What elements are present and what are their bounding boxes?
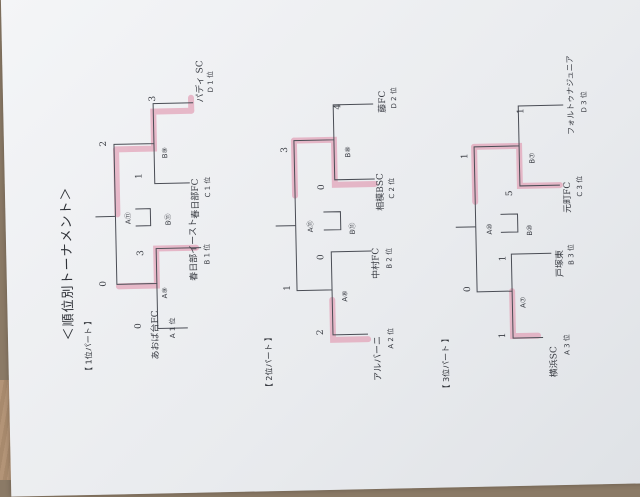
team-detail: C 1 位 [203, 177, 213, 198]
team-name: 春日部イースト [186, 218, 200, 281]
round-number: 0 [316, 254, 326, 260]
bracket-s1-mini [135, 209, 150, 226]
team-detail: A 2 位 [386, 328, 396, 349]
section-label-3: 【 3位パート 】 [440, 334, 452, 392]
team-name: 相模BSC [373, 173, 387, 211]
match-label: B⑨ [161, 147, 169, 158]
page-title: ＜順位別トーナメント＞ [55, 186, 77, 340]
match-label: A⑨ [161, 287, 169, 298]
round-number: 1 [498, 332, 508, 338]
team-detail: D 1 位 [205, 71, 215, 93]
team-name: アルバーニ [370, 336, 384, 381]
round-number: 5 [505, 190, 515, 196]
match-label: A⑦ [519, 297, 527, 308]
round-number: 1 [283, 285, 293, 291]
team-detail: C 3 位 [575, 176, 585, 197]
match-label: A⑪ [123, 212, 133, 224]
team-name: あおば台FC [147, 310, 161, 359]
team-name: 藤FC [375, 91, 388, 113]
match-label: B⑩ [526, 225, 534, 236]
team-name: 元町FC [560, 182, 574, 213]
match-label: B⑪ [348, 223, 358, 235]
round-number: 4 [333, 104, 343, 110]
team-name: フォルトゥナジュニア [564, 55, 577, 135]
section-label-2: 【 2位パート 】 [263, 333, 275, 391]
round-number: 0 [317, 184, 327, 190]
team-detail: D 3 位 [579, 91, 589, 113]
bracket-s2-bot2 [332, 289, 368, 335]
team-name: 中村FC [368, 248, 382, 279]
round-number: 1 [498, 255, 508, 261]
highlight-s1-a [116, 149, 117, 214]
match-label: B⑧ [344, 146, 352, 157]
team-name: パディ SC [192, 60, 206, 103]
round-number: 0 [463, 286, 473, 292]
match-label: A⑪ [306, 220, 316, 232]
round-number: 2 [316, 329, 326, 335]
round-number: 0 [134, 323, 144, 329]
round-number: 3 [136, 250, 146, 256]
team-name: 戸塚東 [552, 250, 566, 277]
bracket-s1-top2 [154, 143, 190, 184]
bracket-s3-mini [501, 214, 518, 232]
team-detail: B 3 位 [566, 244, 576, 265]
round-number: 1 [135, 173, 145, 179]
round-number: 1 [460, 153, 470, 159]
match-label: A⑧ [341, 290, 349, 301]
team-detail: B 1 位 [202, 244, 212, 265]
bracket-s2-bot [296, 224, 372, 291]
highlight-s1-d [118, 248, 197, 287]
highlight-s3-a [474, 145, 560, 187]
bracket-s3-top2 [519, 145, 560, 186]
round-number: 0 [99, 281, 109, 287]
round-number: 1 [516, 108, 526, 114]
team-detail: D 2 位 [389, 87, 399, 109]
round-number: 3 [148, 96, 158, 102]
round-number: 2 [99, 141, 109, 147]
round-number: 3 [280, 147, 290, 153]
team-name: 横浜SC [546, 346, 560, 377]
team-detail: B 2 位 [384, 248, 394, 269]
team-detail: A 3 位 [562, 334, 572, 355]
team-name: 春日部FC [188, 178, 202, 218]
section-label-1: 【 1位パート 】 [83, 317, 95, 375]
match-label: A⑩ [486, 223, 494, 234]
team-detail: A 1 位 [168, 317, 178, 338]
bracket-s3-bot [476, 225, 552, 292]
bracket-s2-mini [323, 212, 340, 230]
match-label: B⑪ [163, 213, 173, 225]
bracket-s3-bot2 [512, 290, 543, 338]
team-detail: C 2 位 [387, 178, 397, 199]
match-label: B⑦ [528, 153, 536, 164]
bracket-s2-top2 [334, 139, 375, 180]
